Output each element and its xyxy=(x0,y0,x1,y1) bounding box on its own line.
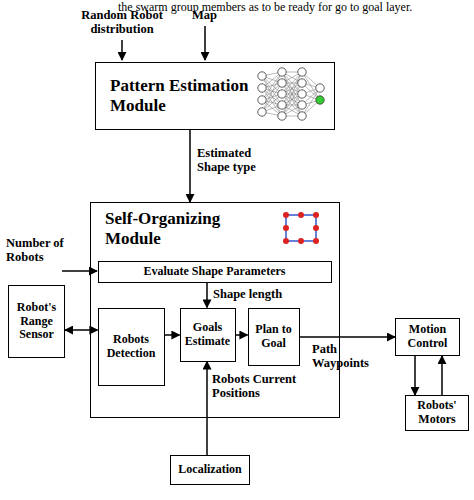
module-box: Pattern Estimation Module xyxy=(95,62,335,130)
node-text: Goals Estimate xyxy=(181,320,235,350)
flow-arrow xyxy=(414,356,416,395)
input-arrow xyxy=(121,40,123,60)
edge-label: Path Waypoints xyxy=(312,342,374,371)
node-text: Localization xyxy=(176,462,243,478)
control-box: Motion Control xyxy=(395,318,460,356)
node-text: Plan to Goal xyxy=(249,322,299,352)
process-box: Robots Detection xyxy=(98,308,165,386)
node-text: Pattern Estimation Module xyxy=(96,75,277,118)
process-box: Goals Estimate xyxy=(180,308,236,362)
edge-label: Robots Current Positions xyxy=(212,372,308,401)
node-text: Motion Control xyxy=(396,322,459,352)
flow-arrow xyxy=(441,356,443,395)
connectors xyxy=(65,130,442,455)
process-box: Evaluate Shape Parameters xyxy=(98,261,332,283)
node-text: Robots' Motors xyxy=(406,398,468,428)
input-label: Number of Robots xyxy=(6,236,72,265)
process-box: Plan to Goal xyxy=(248,308,300,366)
actuator-box: Robots' Motors xyxy=(405,395,469,431)
flow-arrow xyxy=(189,130,191,202)
input-arrow xyxy=(204,26,206,60)
input-label: Map xyxy=(192,8,217,22)
node-text: Robots Detection xyxy=(99,332,164,362)
node-text: Self-Organizing Module xyxy=(91,203,275,250)
edge-label: Estimated Shape type xyxy=(197,146,277,175)
node-text: Evaluate Shape Parameters xyxy=(142,264,288,280)
sensor-box: Robot's Range Sensor xyxy=(8,285,65,358)
node-text: Robot's Range Sensor xyxy=(9,300,64,343)
input-label: Random Robot distribution xyxy=(72,8,172,37)
edge-label: Shape length xyxy=(213,287,313,301)
localization-box: Localization xyxy=(170,455,250,485)
